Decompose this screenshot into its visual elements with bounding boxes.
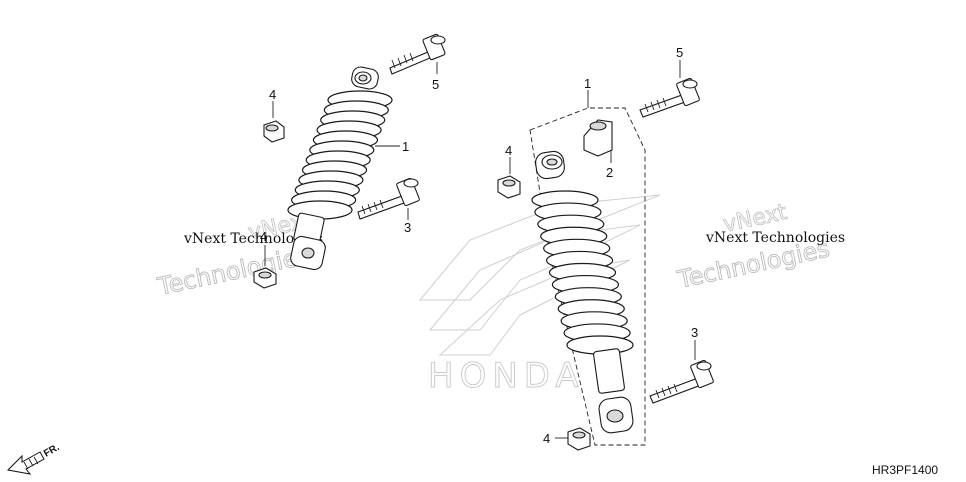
watermark-vnext-technologies-text: vNext Technologies — [183, 231, 323, 247]
spring-coil — [287, 200, 353, 220]
callout-4-left-top: 4 — [269, 87, 276, 102]
diagram-code: HR3PF1400 — [872, 463, 938, 477]
direction-label: FR. — [42, 442, 62, 460]
callout-1-left: 1 — [402, 139, 409, 154]
right-bushing-2 — [583, 119, 613, 157]
callout-4-left-bottom: 4 — [260, 229, 267, 244]
callout-2-right: 2 — [606, 165, 613, 180]
left-bolt-3 — [357, 177, 420, 220]
left-shock-absorber — [287, 66, 393, 271]
callout-5-left: 5 — [432, 77, 439, 92]
honda-logo-text: HONDA — [428, 356, 585, 396]
watermark-technologies-outline: Technologies — [154, 241, 312, 301]
left-nut-4-bottom — [253, 267, 277, 289]
left-nut-4-top — [263, 120, 285, 143]
front-direction-arrow-icon — [6, 451, 45, 475]
right-nut-4-bottom — [567, 427, 591, 451]
watermark-right: vNext Technologies vNext Technologies — [674, 200, 845, 295]
watermark-vnext-technologies-text-right: vNext Technologies — [705, 230, 845, 246]
left-bolt-5 — [389, 33, 446, 75]
callout-4-right-bottom: 4 — [543, 431, 550, 446]
right-bolt-5 — [639, 77, 700, 118]
callout-5-right: 5 — [676, 45, 683, 60]
callout-1-right: 1 — [584, 76, 591, 91]
callout-3-right: 3 — [691, 325, 698, 340]
right-shock-absorber — [529, 107, 646, 446]
right-bolt-3 — [649, 359, 714, 404]
honda-logo-watermark: HONDA — [418, 194, 661, 396]
callout-4-right-top: 4 — [505, 143, 512, 158]
right-nut-4-top — [497, 175, 521, 199]
callout-3-left: 3 — [404, 220, 411, 235]
